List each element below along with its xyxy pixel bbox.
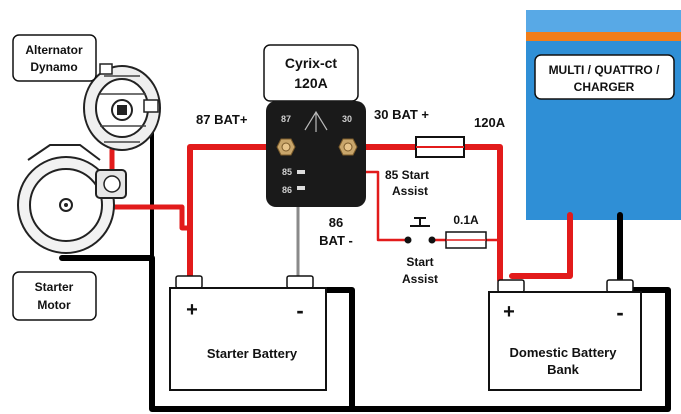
label-85-start-assist-line1: 85 Start: [385, 168, 429, 182]
domestic-battery-negative-post: [606, 279, 634, 293]
terminal-85-pin: [297, 170, 305, 174]
alternator-label-line1: Alternator: [25, 43, 83, 57]
terminal-85-label: 85: [282, 167, 292, 177]
cyrix-switch-symbol: [304, 110, 328, 132]
start-assist-switch: [404, 217, 436, 244]
starter-motor-label-line2: Motor: [37, 298, 71, 312]
label-start-assist-line1: Start: [406, 255, 433, 269]
domestic-battery-minus: -: [616, 300, 623, 325]
starter-motor-label: Starter Motor: [12, 271, 97, 321]
starter-battery: + - Starter Battery: [169, 275, 327, 391]
domestic-battery-label-line1: Domestic Battery: [510, 345, 618, 360]
cyrix-relay: Cyrix-ct 120A 87 30 85 86: [263, 44, 366, 207]
label-86-line1: 86: [329, 215, 343, 230]
cyrix-title-line1: Cyrix-ct: [285, 55, 337, 71]
terminal-30-to-domestic-wire: [349, 144, 503, 283]
terminal-86-label: 86: [282, 185, 292, 195]
terminal-30-stud: [338, 138, 358, 156]
domestic-battery-plus: +: [503, 301, 515, 323]
domestic-to-charger-wire: [509, 212, 573, 279]
charger-label-box: [534, 54, 675, 100]
starter-battery-positive-post: [175, 275, 203, 289]
cyrix-title-box: [263, 44, 359, 102]
charger-label-line2: CHARGER: [574, 80, 635, 94]
starter-motor-label-line1: Starter: [35, 280, 74, 294]
starter-motor-illustration: [17, 144, 127, 254]
alternator-label: Alternator Dynamo: [12, 34, 97, 82]
charger-label-line1: MULTI / QUATTRO /: [549, 63, 661, 77]
domestic-battery-positive-post: [497, 279, 525, 293]
alternator-label-line2: Dynamo: [30, 60, 77, 74]
label-main-fuse-rating: 120A: [474, 115, 506, 130]
terminal-30-label: 30: [342, 114, 352, 124]
starter-battery-to-87-wire: [187, 144, 287, 287]
label-87-bat-plus: 87 BAT+: [196, 112, 248, 127]
label-small-fuse-rating: 0.1A: [453, 213, 479, 227]
domestic-battery-label-line2: Bank: [547, 362, 580, 377]
starter-battery-plus: +: [186, 299, 198, 321]
cyrix-title-line2: 120A: [294, 75, 327, 91]
charger-body: [526, 10, 681, 220]
label-85-start-assist-line2: Assist: [392, 184, 428, 198]
charger-top-panel: [526, 10, 681, 32]
starter-battery-label: Starter Battery: [207, 346, 298, 361]
starter-battery-negative-post: [286, 275, 314, 289]
label-86-line2: BAT -: [319, 233, 353, 248]
alternator-illustration: [83, 63, 161, 151]
terminal-87-label: 87: [281, 114, 291, 124]
domestic-battery-body: [488, 291, 642, 391]
label-30-bat-plus: 30 BAT +: [374, 107, 429, 122]
negative-main-loop: [59, 255, 671, 412]
charger-unit: MULTI / QUATTRO / CHARGER: [526, 10, 681, 220]
charger-stripe: [526, 32, 681, 41]
label-start-assist-line2: Assist: [402, 272, 438, 286]
domestic-battery: + - Domestic Battery Bank: [488, 279, 642, 391]
terminal-86-pin: [297, 186, 305, 190]
starter-battery-minus: -: [296, 298, 303, 323]
cyrix-body: [266, 101, 366, 207]
terminal-87-stud: [276, 138, 296, 156]
starter-battery-body: [169, 287, 327, 391]
